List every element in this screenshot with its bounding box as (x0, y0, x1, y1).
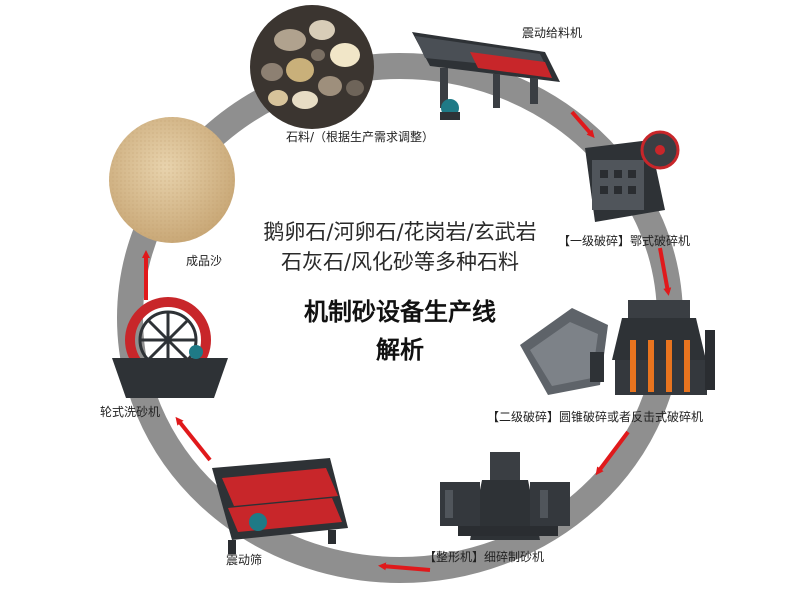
diagram-title-line-2: 解析 (0, 330, 800, 365)
sand-making-machine (440, 452, 570, 540)
label-sand-maker: 【整形机】细碎制砂机 (424, 548, 544, 565)
materials-line-1: 鹅卵石/河卵石/花岗岩/玄武岩 (0, 216, 800, 246)
label-stone: 石料/（根据生产需求调整） (286, 128, 434, 145)
label-cone-crusher: 【二级破碎】圆锥破碎或者反击式破碎机 (487, 408, 703, 425)
label-vibrating-screen: 震动筛 (226, 551, 262, 568)
label-feeder: 震动给料机 (522, 24, 582, 41)
label-sand-washer: 轮式洗砂机 (100, 403, 160, 420)
materials-line-2: 石灰石/风化砂等多种石料 (0, 246, 800, 276)
stone-pebbles-image (250, 5, 374, 129)
diagram-title-line-1: 机制砂设备生产线 (0, 292, 800, 327)
